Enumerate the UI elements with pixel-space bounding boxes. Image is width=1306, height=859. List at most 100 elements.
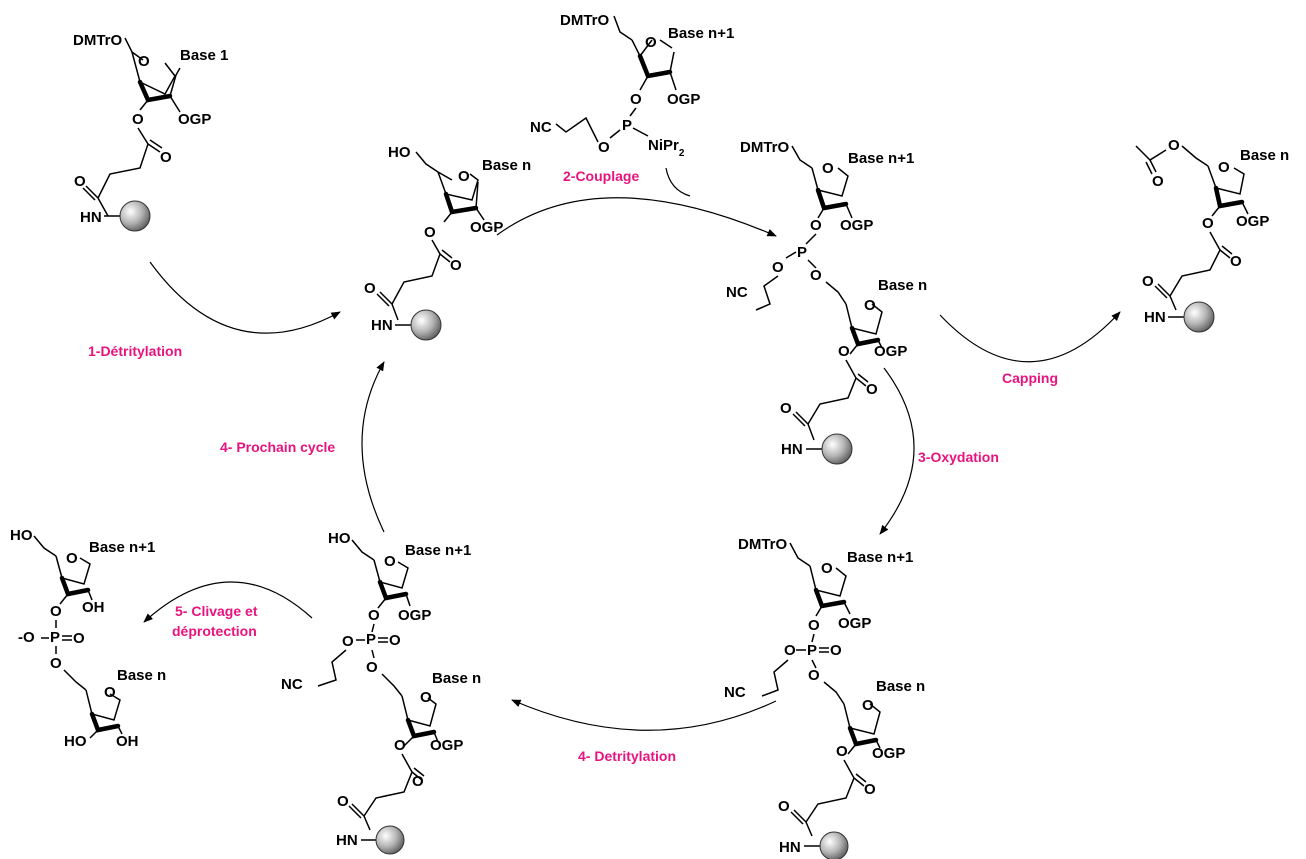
step-label-oxidation: 3-Oxydation xyxy=(918,449,999,465)
label-nc: NC xyxy=(726,284,748,301)
label-dmtro: DMTrO xyxy=(73,32,123,49)
phosphite-oxygen: O xyxy=(630,91,642,108)
label-base-n-plus-1: Base n+1 xyxy=(848,150,914,167)
label-base-n: Base n xyxy=(432,670,481,687)
arrow-detritylation xyxy=(149,261,341,334)
label-dmtro: DMTrO xyxy=(738,536,788,553)
ester-oxygen: O xyxy=(132,111,144,128)
oxygen-3-prime: O xyxy=(810,217,822,234)
label-oh-2-prime: OH xyxy=(116,733,139,750)
label-hn: HN xyxy=(80,209,102,226)
step-label-capping: Capping xyxy=(1002,370,1058,386)
phosphoryl-oxygen: O xyxy=(389,632,401,649)
label-base-n: Base n xyxy=(117,667,166,684)
step-label-cleavage-line2: déprotection xyxy=(172,623,257,639)
label-ogp-bottom: OGP xyxy=(874,343,907,360)
oxygen-3-prime: O xyxy=(368,607,380,624)
ester-carbonyl-oxygen: O xyxy=(866,381,878,398)
ring-oxygen: O xyxy=(1218,159,1230,176)
label-ho: HO xyxy=(10,527,33,544)
cyanoethyl-oxygen: O xyxy=(784,642,796,659)
ring-oxygen: O xyxy=(138,53,150,70)
amide-carbonyl-oxygen: O xyxy=(1142,273,1154,290)
label-dmtro: DMTrO xyxy=(740,139,790,156)
label-ogp-top: OGP xyxy=(840,217,873,234)
label-base-n: Base n xyxy=(878,277,927,294)
arrow-coupling xyxy=(496,197,777,237)
amide-carbonyl-oxygen: O xyxy=(778,798,790,815)
ester-carbonyl-oxygen: O xyxy=(160,149,172,166)
step-label-cleavage-line1: 5- Clivage et xyxy=(175,603,258,619)
step-label-coupling: 2-Couplage xyxy=(563,168,639,184)
label-hn: HN xyxy=(779,839,801,856)
amide-carbonyl-oxygen: O xyxy=(364,280,376,297)
label-ogp-top: OGP xyxy=(838,615,871,632)
solid-support-bead xyxy=(119,200,151,232)
phosphoryl-oxygen: O xyxy=(830,642,842,659)
label-hn: HN xyxy=(336,832,358,849)
arrow-oxidation xyxy=(879,367,915,535)
ring-oxygen: O xyxy=(822,160,834,177)
ring-oxygen: O xyxy=(458,168,470,185)
label-base-1: Base 1 xyxy=(180,47,228,64)
molecule-phosphate-triester: DMTrO Base n+1 O OGP O P O O NC O Base n… xyxy=(724,536,925,859)
label-hn: HN xyxy=(781,441,803,458)
molecule-phosphite-triester: DMTrO Base n+1 O OGP O P O NC O Base n O… xyxy=(726,139,927,465)
ester-oxygen: O xyxy=(836,743,848,760)
ester-oxygen: O xyxy=(838,343,850,360)
solid-support-bead xyxy=(819,831,849,859)
label-ogp: OGP xyxy=(470,219,503,236)
label-o-minus: -O xyxy=(18,629,35,646)
label-base-n-plus-1: Base n+1 xyxy=(405,542,471,559)
oxygen-5-prime: O xyxy=(366,659,378,676)
ester-oxygen: O xyxy=(424,224,436,241)
ester-carbonyl-oxygen: O xyxy=(864,781,876,798)
label-ogp-top: OGP xyxy=(398,607,431,624)
label-p: P xyxy=(807,642,817,659)
ring-oxygen-bottom: O xyxy=(862,697,874,714)
label-dmtro: DMTrO xyxy=(560,12,610,29)
label-nipr2: NiPr2 xyxy=(648,137,685,159)
label-p: P xyxy=(622,117,632,134)
label-base-n: Base n xyxy=(1240,147,1289,164)
arrow-cleavage xyxy=(143,581,313,623)
arrow-capping xyxy=(939,311,1121,363)
label-hn: HN xyxy=(1144,309,1166,326)
ester-oxygen: O xyxy=(394,737,406,754)
oxygen-3-prime: O xyxy=(808,617,820,634)
amide-carbonyl-oxygen: O xyxy=(74,173,86,190)
label-p: P xyxy=(797,244,807,261)
label-ogp-bottom: OGP xyxy=(430,737,463,754)
acetyl-carbonyl-oxygen: O xyxy=(1152,173,1164,190)
ring-oxygen: O xyxy=(384,553,396,570)
acetyl-oxygen: O xyxy=(1168,137,1180,154)
ring-oxygen: O xyxy=(66,550,78,567)
phosphoryl-oxygen: O xyxy=(73,630,85,647)
ester-carbonyl-oxygen: O xyxy=(1230,253,1242,270)
arrow-detritylation-2 xyxy=(511,699,777,731)
ring-oxygen-bottom: O xyxy=(864,297,876,314)
label-base-n-plus-1: Base n+1 xyxy=(847,549,913,566)
molecule-starting-nucleoside: DMTrO Base 1 O OGP O O O HN xyxy=(73,32,228,232)
solid-support-bead xyxy=(821,433,853,465)
oxygen-3-prime: O xyxy=(50,603,62,620)
label-ho-3-prime: HO xyxy=(64,733,87,750)
label-ogp: OGP xyxy=(1236,213,1269,230)
label-ogp: OGP xyxy=(178,111,211,128)
cyanoethyl-oxygen: O xyxy=(772,259,784,276)
label-base-n: Base n xyxy=(876,678,925,695)
label-ho: HO xyxy=(388,144,411,161)
ester-carbonyl-oxygen: O xyxy=(450,257,462,274)
cyanoethyl-oxygen: O xyxy=(342,633,354,650)
ring-oxygen-bottom: O xyxy=(104,684,116,701)
step-label-detritylation: 1-Détritylation xyxy=(88,343,182,359)
label-base-n: Base n xyxy=(482,157,531,174)
molecule-final-dinucleotide: HO Base n+1 O OH O P O -O O Base n O OH … xyxy=(10,527,166,750)
cyanoethyl-oxygen: O xyxy=(598,139,610,156)
label-ogp-bottom: OGP xyxy=(872,745,905,762)
solid-support-bead xyxy=(410,309,442,341)
amide-carbonyl-oxygen: O xyxy=(337,793,349,810)
molecule-deprotected-nucleoside: HO Base n O OGP O O O HN xyxy=(364,144,531,341)
ester-carbonyl-oxygen: O xyxy=(412,773,424,790)
label-nc: NC xyxy=(530,119,552,136)
